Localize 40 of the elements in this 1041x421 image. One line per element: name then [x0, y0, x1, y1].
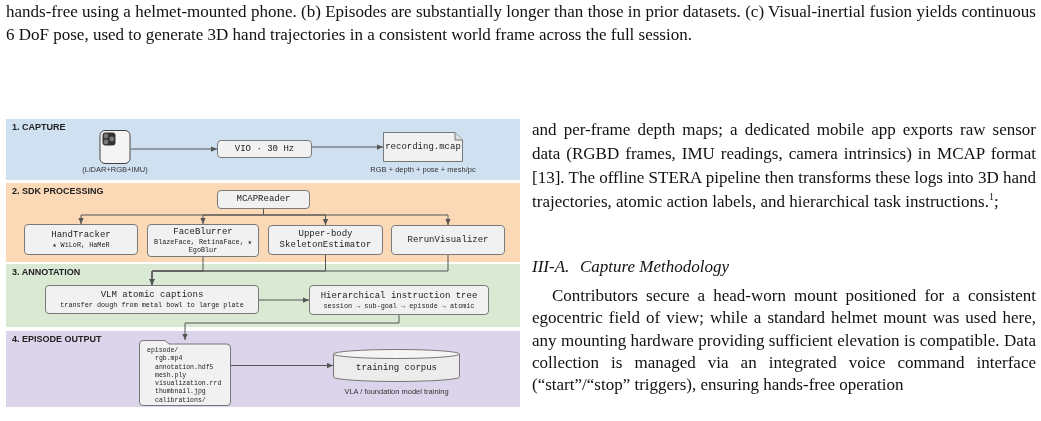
- process-box: [268, 225, 383, 255]
- stage-band: [6, 119, 520, 180]
- box-title: Upper-body SkeletonEstimator: [278, 229, 373, 251]
- stage-band: [6, 183, 520, 262]
- body-paragraph: and per-frame depth maps; a dedicated mobile app exports raw sensor data (RGBD frames, IMU readings, camera intrinsics) in MCAP format [13]. The offline STERA pipeline then transforms these logs into 3D hand trajectories, atomic action labels, and hierarchical task instructions.$^{1}$;: [532, 119, 1036, 213]
- box-title: Hierarchical instruction tree: [320, 290, 478, 302]
- arrow: [130, 146, 218, 152]
- box-title: MCAPReader: [236, 194, 291, 205]
- arrow: [258, 297, 310, 303]
- process-box: [24, 224, 138, 255]
- stage-title: 3. ANNOTATION: [12, 267, 81, 277]
- box-title: FaceBlurrer: [173, 227, 233, 238]
- body-paragraph: hands-free using a helmet-mounted phone. (b) Episodes are substantially longer than those in prior datasets. (c) Visual-inertial fusion yields continuous 6 DoF pose, used to generate 3D hand trajectories in a consistent world frame across the full session.: [6, 1, 1036, 46]
- process-box: [309, 285, 489, 315]
- arrow: [149, 254, 449, 286]
- box-title: HandTracker: [51, 230, 111, 241]
- storage-name: training corpus: [355, 363, 438, 374]
- stage-title: 4. EPISODE OUTPUT: [12, 334, 102, 344]
- box-title: VLM atomic captions: [100, 290, 204, 301]
- arrow: [311, 144, 384, 150]
- arrow: [182, 314, 400, 341]
- box-title: VIO · 30 Hz: [234, 143, 295, 155]
- process-box: [45, 285, 259, 314]
- process-box: [147, 224, 259, 257]
- section-heading: Capture Methodology: [580, 256, 731, 278]
- stage-band: [6, 264, 520, 327]
- stage-title: 2. SDK PROCESSING: [12, 186, 104, 196]
- process-box: [217, 190, 310, 209]
- folder-shape: [139, 340, 231, 406]
- box-title: RerunVisualizer: [407, 234, 489, 246]
- body-paragraph: Contributors secure a head-worn mount positioned for a consistent egocentric field of view; while a standard helmet mount was used here, any mounting hardware providing sufficient elevation is compatible. Data collection is managed via an integrated voice command interface (“start”/“stop” triggers), ensuring hands-free operation: [532, 285, 1036, 397]
- phone-icon: [99, 130, 131, 164]
- arrow: [230, 362, 334, 369]
- process-box: [391, 225, 505, 255]
- database-cylinder: [333, 349, 460, 382]
- file-name: recording.mcap: [384, 142, 462, 152]
- stage-title: 1. CAPTURE: [12, 122, 66, 132]
- process-box: [217, 140, 312, 158]
- stage-band: [6, 331, 520, 407]
- document-shape: [383, 132, 463, 162]
